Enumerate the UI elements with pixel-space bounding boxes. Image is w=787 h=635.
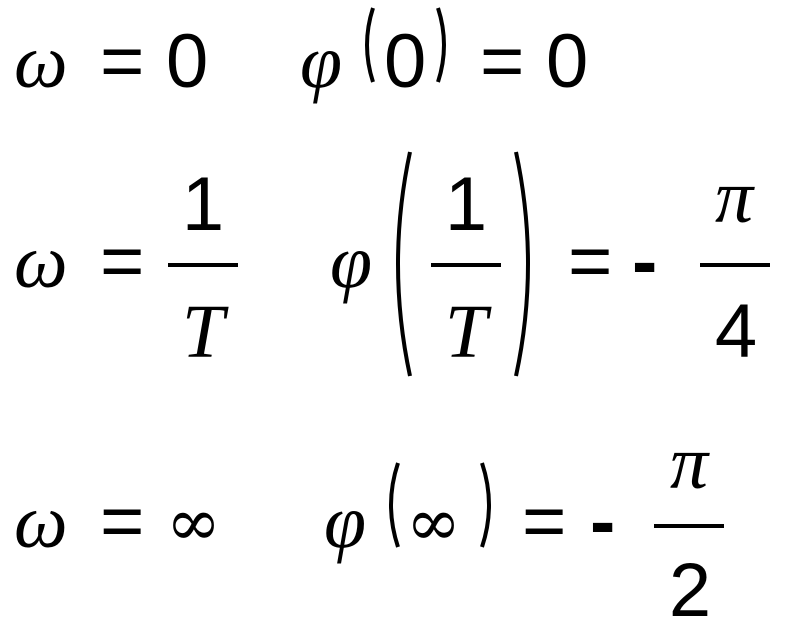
formula-row-3: ω = ∞ φ ∞ = - π 2 [14, 421, 724, 633]
fraction-numerator: π [715, 155, 755, 239]
fraction-denominator: T [445, 290, 492, 374]
omega-symbol: ω [14, 480, 68, 564]
fraction-numerator: 1 [445, 162, 487, 247]
right-paren [436, 7, 446, 83]
equals-sign: = [100, 19, 144, 104]
omega-symbol: ω [14, 220, 68, 304]
left-paren [396, 151, 412, 377]
phi-symbol: φ [330, 220, 372, 304]
formula-row-1: ω = 0 φ 0 = 0 [14, 7, 588, 104]
infinity-symbol: ∞ [406, 484, 461, 561]
fraction-numerator: π [670, 421, 710, 505]
minus-sign: - [590, 479, 615, 564]
phi-argument: 0 [384, 19, 426, 104]
equals-sign: = [568, 219, 612, 304]
formula-row-2: ω = 1 T φ 1 T = - π 4 [14, 151, 770, 377]
equals-sign: = [100, 219, 144, 304]
right-paren [514, 151, 530, 377]
fraction-numerator: 1 [182, 162, 224, 247]
equals-sign: = [100, 479, 144, 564]
infinity-symbol: ∞ [166, 484, 221, 561]
equals-sign: = [522, 479, 566, 564]
left-paren [389, 462, 400, 548]
right-paren [480, 462, 491, 548]
omega-symbol: ω [14, 20, 68, 104]
phi-symbol: φ [324, 480, 366, 564]
left-paren [365, 7, 375, 83]
frequency-value: 0 [166, 19, 208, 104]
fraction-denominator: T [182, 290, 229, 374]
phi-symbol: φ [300, 20, 342, 104]
fraction-denominator: 2 [669, 548, 711, 633]
equals-sign: = [480, 19, 524, 104]
fraction-denominator: 4 [715, 289, 757, 374]
minus-sign: - [632, 219, 657, 304]
phase-value: 0 [546, 19, 588, 104]
